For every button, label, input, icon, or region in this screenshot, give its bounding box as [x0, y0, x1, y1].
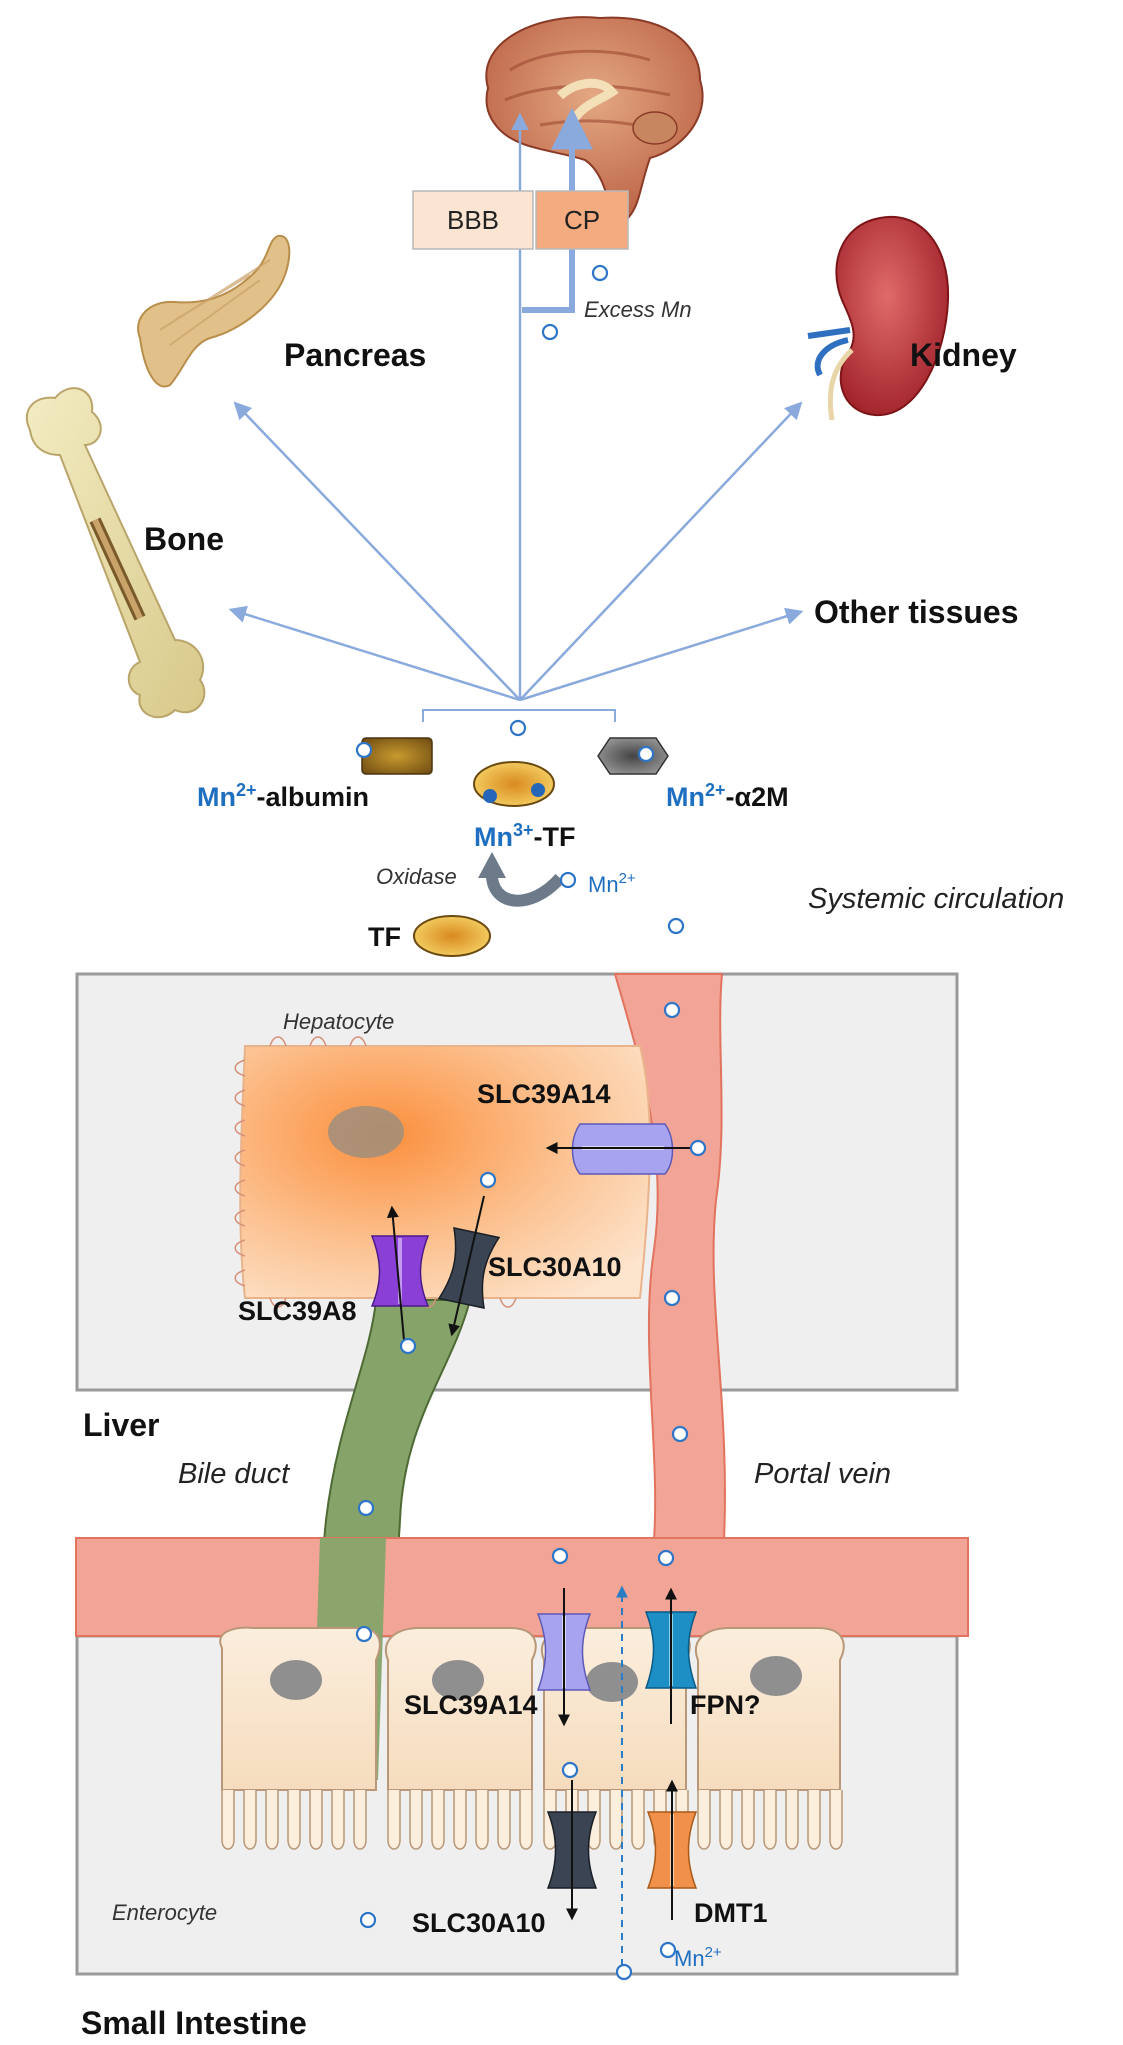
a2m-carrier: [597, 737, 669, 775]
gut-slc39a14-transporter: [536, 1588, 592, 1727]
bbb-label: BBB: [447, 205, 499, 235]
kidney-icon: [807, 215, 950, 421]
liver-label: Liver: [83, 1407, 159, 1443]
fpn-transporter: [644, 1587, 698, 1724]
bone-label: Bone: [144, 521, 224, 557]
liver-slc30a10-transporter: [437, 1195, 501, 1337]
free-mn-label: Mn2+: [588, 870, 636, 897]
bile-duct-label: Bile duct: [178, 1458, 291, 1490]
albumin-carrier: [361, 737, 433, 775]
small-intestine-label: Small Intestine: [81, 2005, 307, 2040]
enterocyte-label: Enterocyte: [112, 1900, 217, 1925]
liver-slc39a14-label: SLC39A14: [477, 1079, 611, 1109]
brain-icon: [485, 16, 704, 220]
dmt1-label: DMT1: [694, 1898, 768, 1928]
enterocyte-1: [219, 1626, 381, 1850]
pancreas-label: Pancreas: [284, 337, 426, 373]
hepatocyte-label: Hepatocyte: [283, 1009, 394, 1034]
liver-slc30a10-label: SLC30A10: [488, 1252, 622, 1282]
mn-ions: [355, 264, 707, 1981]
bbb-box: [412, 190, 534, 250]
mn-a2m-label: Mn2+-α2M: [666, 780, 789, 812]
excess-mn-label: Excess Mn: [584, 297, 692, 322]
slc39a8-transporter: [370, 1205, 430, 1341]
pancreas-icon: [137, 234, 291, 388]
carrier-bracket: [422, 709, 616, 722]
systemic-circulation-label: Systemic circulation: [808, 883, 1064, 915]
bone-icon: [25, 387, 206, 719]
gut-slc39a14-label: SLC39A14: [404, 1690, 538, 1720]
lumen-mn-label: Mn2+: [674, 1944, 722, 1971]
fpn-label: FPN?: [690, 1690, 761, 1720]
hepatocyte-cell: [234, 1036, 651, 1308]
enterocyte-2: [385, 1627, 537, 1850]
liver-slc39a14-transporter: [545, 1123, 690, 1175]
other-tissues-label: Other tissues: [814, 594, 1019, 630]
excess-mn-path: [522, 107, 593, 313]
kidney-label: Kidney: [910, 337, 1017, 373]
enterocyte-4: [695, 1627, 845, 1850]
tf-label: TF: [368, 922, 401, 952]
tf-apo-carrier: [413, 915, 491, 957]
cp-label: CP: [564, 205, 600, 235]
cp-box: [535, 190, 629, 250]
enterocyte-cells: [219, 1626, 845, 1850]
gut-slc30a10-label: SLC30A10: [412, 1908, 546, 1938]
transferrin-carrier: [473, 761, 555, 807]
mn-tf-label: Mn3+-TF: [474, 820, 576, 852]
dmt1-transporter: [646, 1779, 698, 1920]
portal-vein-label: Portal vein: [754, 1458, 891, 1490]
oxidase-arrow: [486, 871, 565, 907]
oxidase-label: Oxidase: [376, 864, 457, 889]
gut-slc30a10-transporter: [546, 1780, 598, 1921]
slc39a8-label: SLC39A8: [238, 1296, 357, 1326]
mn-albumin-label: Mn2+-albumin: [197, 780, 369, 812]
blood-band: [75, 1537, 969, 1637]
